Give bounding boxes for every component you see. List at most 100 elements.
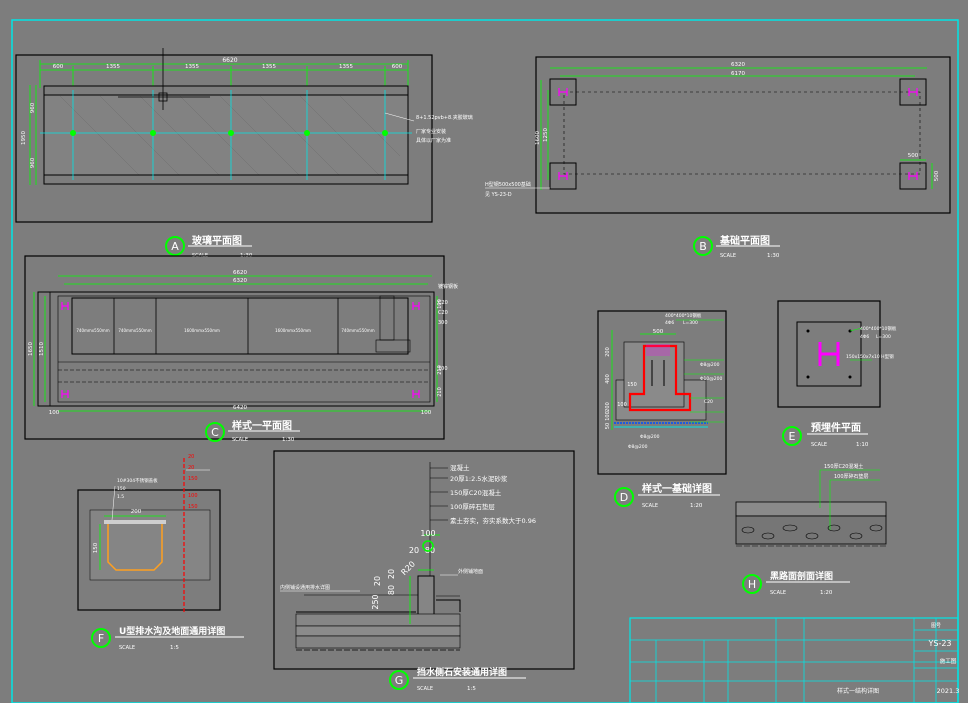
- view-a-glass-plan: 6620 600 1355 1355 1355 1355 600 1950 96…: [15, 48, 473, 259]
- view-h-layer-gravel: [735, 515, 887, 545]
- view-f-title: U型排水沟及地面通用详图: [119, 625, 225, 637]
- view-b-label-letter: B: [699, 240, 707, 253]
- view-b-footing-tl: [549, 78, 577, 106]
- view-d-label-letter: D: [620, 491, 628, 504]
- view-h-note-1: 150厚C20混凝土: [824, 463, 863, 470]
- view-g-legend-4: 100厚碎石垫层: [450, 502, 495, 511]
- view-f-label-letter: F: [98, 632, 104, 645]
- view-f-scale-label: SCALE: [119, 645, 135, 651]
- view-c-note-2: C20: [438, 300, 448, 306]
- view-c-note-5: 100: [438, 366, 448, 372]
- view-c-scale: 1:30: [282, 437, 295, 443]
- title-block-drawing-number-label: 图号: [931, 623, 941, 629]
- view-d-foundation-detail: 500 200 400 150 100 200 50 100 400*400*1…: [597, 310, 727, 509]
- view-d-note-5: Φ10@200: [700, 376, 722, 382]
- view-e-scale-label: SCALE: [811, 442, 827, 448]
- view-a-top-rail: [43, 85, 409, 96]
- view-c-bottom-dim: 6420: [233, 405, 247, 411]
- view-d-dim-2: 400: [605, 374, 611, 384]
- view-a-side-dim-1: 960: [30, 102, 36, 113]
- view-e-label-circle: [782, 426, 802, 446]
- title-block: 图号 YS-23 施工图 样式一结构详图 2021.3: [629, 617, 960, 703]
- view-d-dim-top: 500: [653, 329, 664, 335]
- view-b-scale: 1:30: [767, 253, 780, 259]
- view-g-note-1: 外侧铺地面: [458, 568, 483, 575]
- view-g-dim-1: 100: [420, 529, 435, 538]
- view-e-h-section: [818, 342, 840, 366]
- view-c-top-dim-1: 6620: [233, 270, 247, 276]
- view-a-bottom-rail: [43, 174, 409, 185]
- view-a-side-dim-total: 1950: [21, 131, 27, 145]
- view-c-right-dim-3: 210: [437, 387, 443, 397]
- view-c-note-4: 300: [438, 320, 448, 326]
- view-f-frame: [77, 489, 221, 611]
- view-g-dim-7: 250: [371, 594, 380, 609]
- view-c-note-3: C20: [438, 310, 448, 316]
- view-d-note-7: Φ8@200: [640, 434, 660, 440]
- view-b-footing-tr: [899, 78, 927, 106]
- view-f-note-5: 20: [188, 465, 194, 471]
- view-g-title: 挡水侧石安装通用详图: [417, 666, 507, 678]
- title-block-frame: [629, 617, 959, 703]
- view-h-scale: 1:20: [820, 590, 833, 596]
- view-a-dim-4: 1355: [262, 64, 276, 70]
- view-d-frame: [597, 310, 727, 475]
- view-g-curb-detail: 混凝土 20厚1:2.5水泥砂浆 150厚C20混凝土 100厚碎石垫层 素土夯…: [273, 450, 575, 692]
- view-a-overall-dim: 6620: [222, 57, 237, 64]
- view-b-scale-label: SCALE: [720, 253, 736, 259]
- view-e-note-3: L=300: [876, 334, 891, 340]
- view-a-title: 玻璃平面图: [192, 234, 242, 247]
- view-d-note-2: 4Φ6: [665, 320, 674, 326]
- view-a-label-letter: A: [171, 240, 179, 253]
- title-block-date: 2021.3: [937, 687, 960, 695]
- view-a-label-circle: [165, 236, 185, 256]
- view-h-label-circle: [742, 574, 762, 594]
- view-c-edge-dim-right: 100: [421, 410, 432, 416]
- view-d-note-3: L=300: [683, 320, 698, 326]
- view-b-frame: [535, 56, 951, 214]
- view-g-legend-3: 150厚C20混凝土: [450, 488, 502, 497]
- view-g-dim-6: 20: [387, 569, 396, 579]
- view-h-note-2: 100厚碎石垫层: [834, 473, 869, 480]
- view-d-dim-5: 200: [605, 402, 611, 412]
- view-c-right-dim-2: 210: [437, 365, 443, 375]
- view-g-note-2: 内侧铺设通用排水详图: [280, 584, 330, 591]
- view-c-side-dim-2: 1510: [39, 342, 45, 356]
- view-a-dim-5: 1355: [339, 64, 353, 70]
- view-a-dim-1: 600: [53, 64, 64, 70]
- title-block-drawing-name: 样式一结构详图: [837, 687, 879, 695]
- view-c-frame: [24, 255, 445, 440]
- view-f-width-dim: 200: [131, 509, 142, 515]
- view-d-scale-label: SCALE: [642, 503, 658, 509]
- view-h-road-section: 150厚C20混凝土 100厚碎石垫层 H 黑路面剖面详图 SCALE 1:20: [735, 463, 887, 596]
- view-c-panel-3-size: 1600mmx550mm: [184, 328, 220, 333]
- view-d-dim-3: 150: [627, 382, 637, 388]
- view-f-note-2: 150: [117, 486, 126, 492]
- view-d-dim-1: 200: [605, 347, 611, 357]
- view-e-frame: [777, 300, 881, 408]
- view-c-label-letter: C: [211, 426, 219, 439]
- view-d-note-1: 400*400*10钢板: [665, 312, 702, 319]
- view-g-dim-5: 80: [387, 585, 396, 595]
- view-f-note-1: 10#304不锈钢盖板: [117, 477, 158, 484]
- view-b-dim-1: 6320: [731, 62, 745, 68]
- view-h-scale-label: SCALE: [770, 590, 786, 596]
- view-b-title: 基础平面图: [719, 234, 770, 247]
- title-block-stage: 施工图: [940, 657, 957, 665]
- view-d-note-8: Φ8@200: [628, 444, 648, 450]
- view-c-panel-5-size: 740mmx550mm: [341, 328, 374, 333]
- view-a-note-2: 厂家专业安装: [416, 128, 446, 135]
- view-f-note-6: 150: [188, 476, 198, 482]
- view-b-foundation-plan: 6320 6170 1600 1250 500 500 H型钢500x500基础…: [485, 56, 951, 259]
- view-d-dim-7: 100: [605, 411, 611, 421]
- view-c-style-plan: 6620 6320 740mmx550mm 740mmx550mm 1600mm…: [24, 255, 458, 443]
- view-f-scale: 1:5: [170, 645, 179, 651]
- view-c-edge-dim-left: 100: [49, 410, 60, 416]
- view-e-title: 预埋件平面: [811, 421, 861, 434]
- view-g-dim-4: 20: [373, 576, 382, 586]
- view-e-embedded-plan: 400*400*10钢板 4Φ6 L=300 150x150x7x10 H型钢 …: [777, 300, 897, 448]
- view-f-height-dim: 150: [93, 542, 99, 553]
- view-c-right-dim-1: 100: [437, 299, 443, 309]
- view-b-note-1: H型钢500x500基础: [485, 181, 531, 188]
